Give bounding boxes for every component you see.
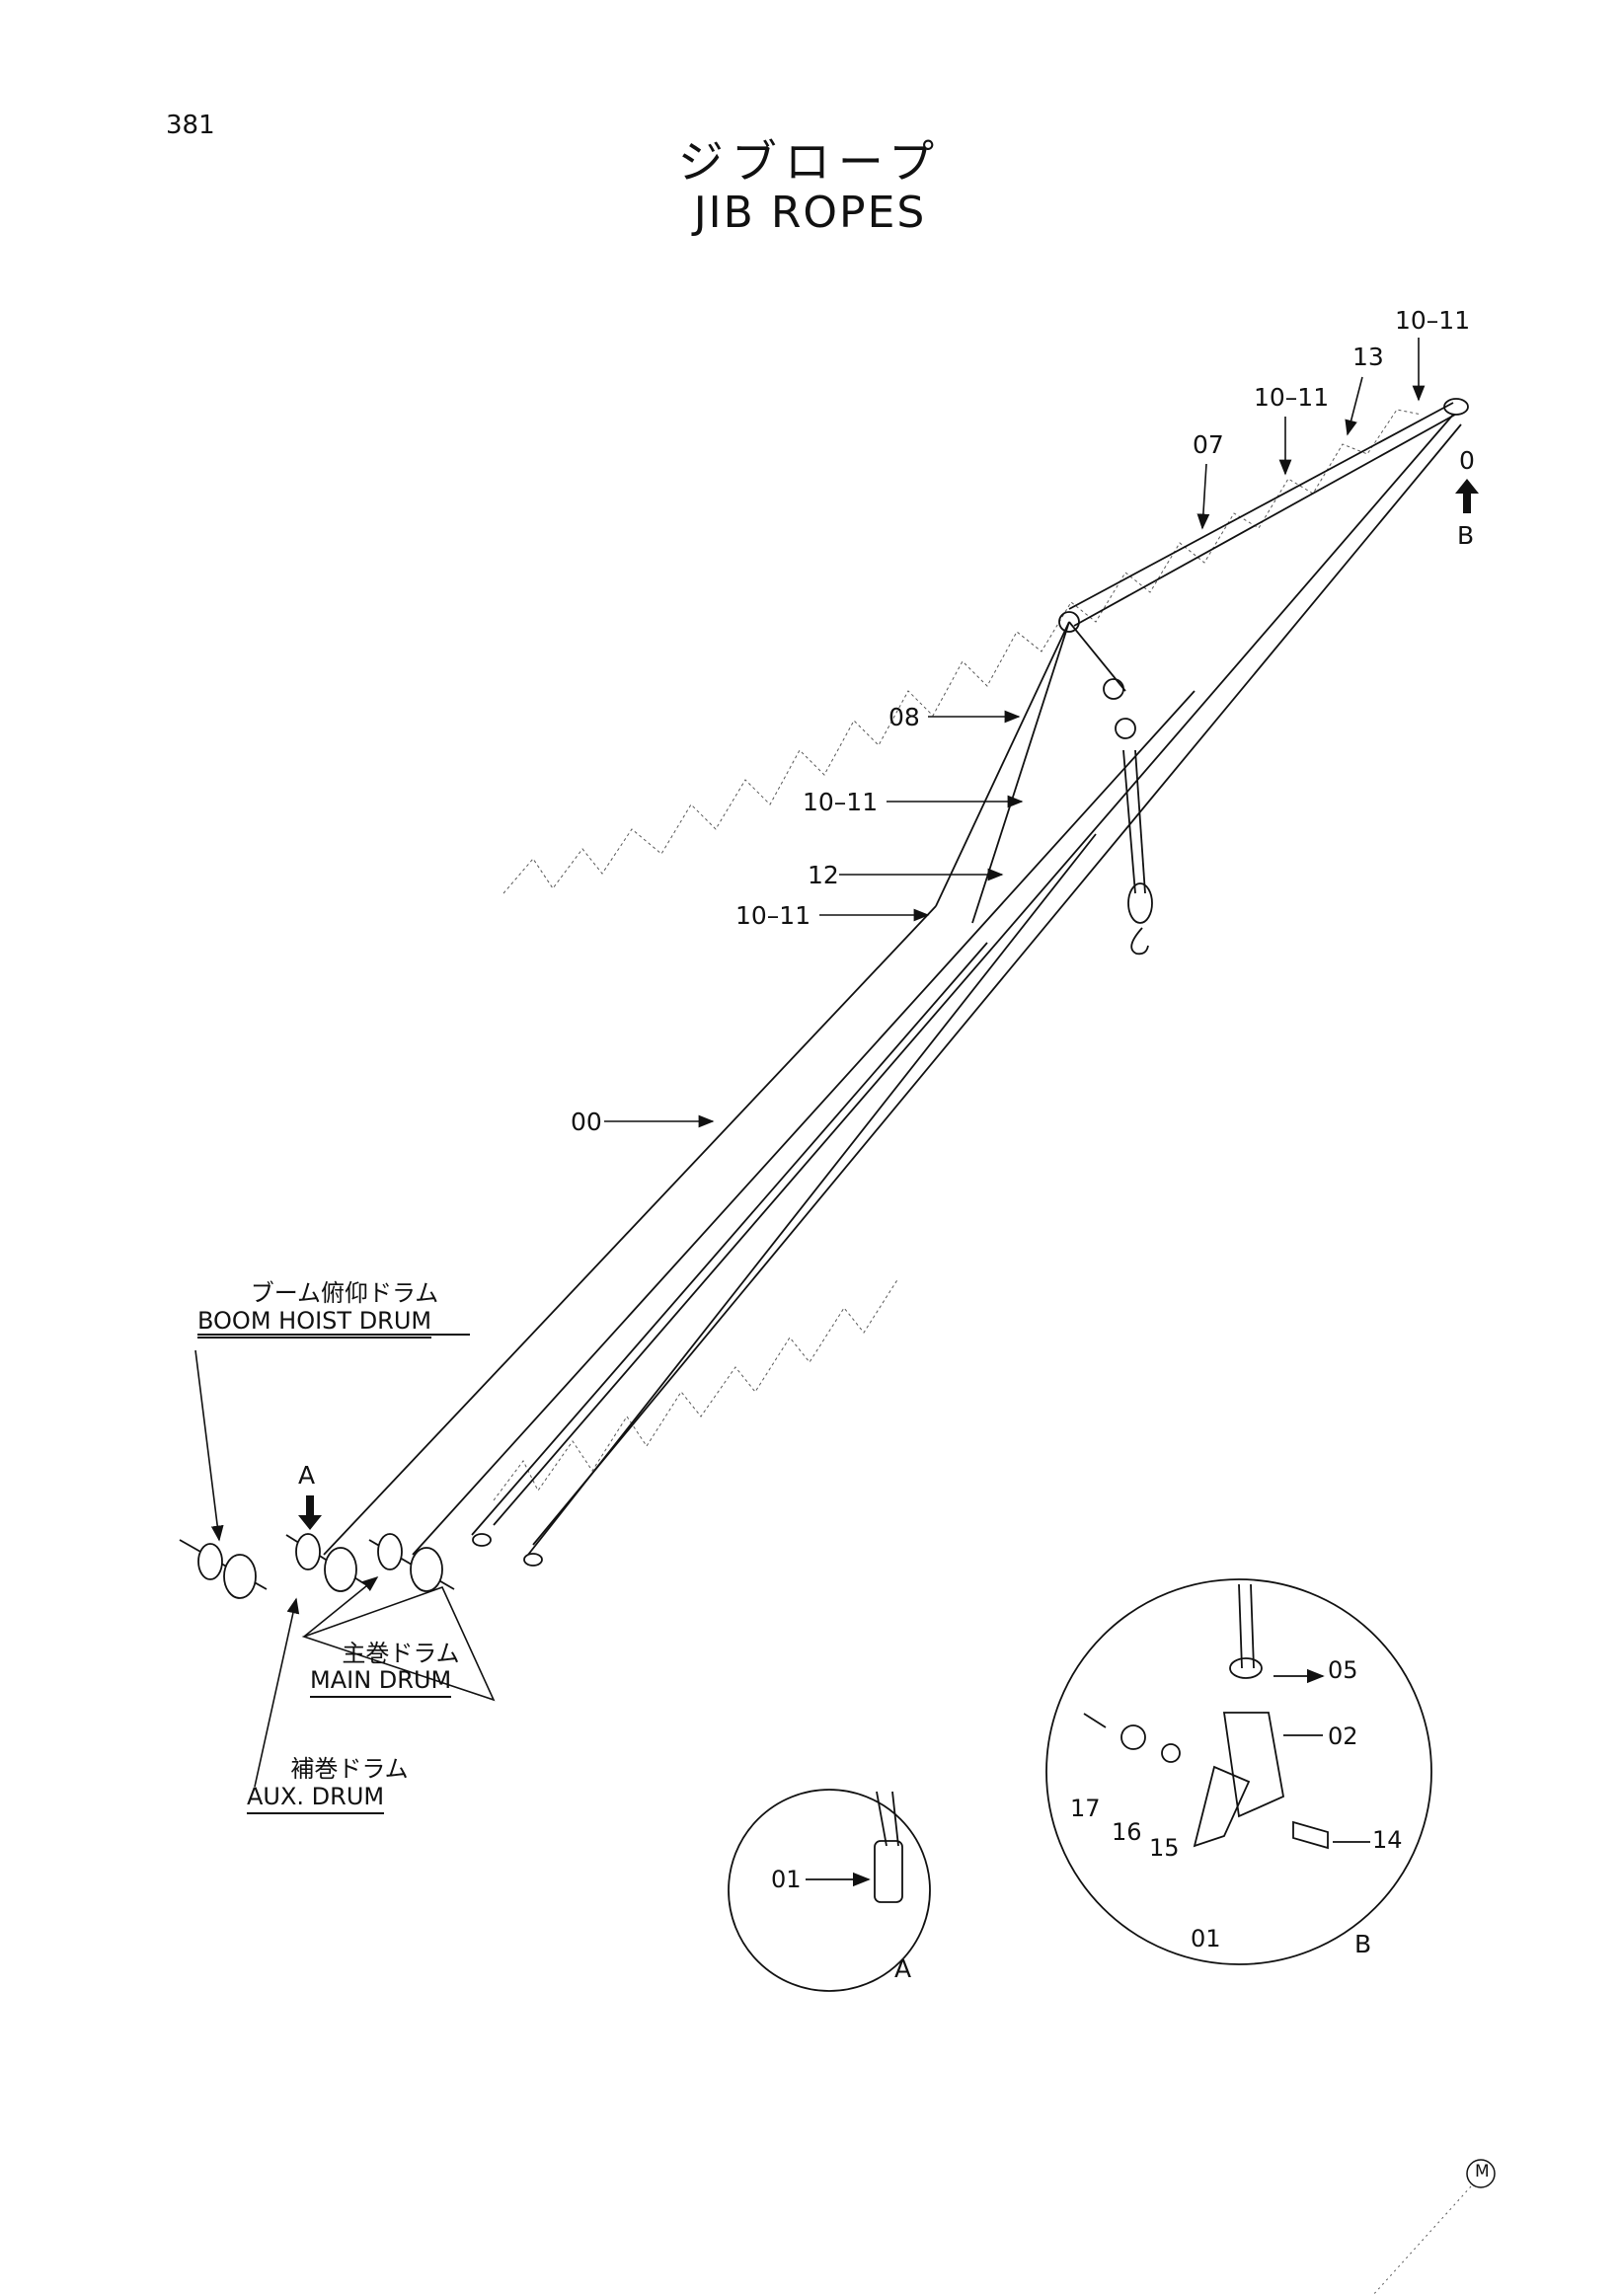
boom-hoist-drum xyxy=(179,1539,268,1599)
callout-13: 13 xyxy=(1352,343,1384,371)
aux-drum xyxy=(285,1533,366,1592)
detail-b-part-17: 17 xyxy=(1070,1795,1101,1822)
detail-b-part-05: 05 xyxy=(1328,1656,1358,1684)
arrow-B xyxy=(1455,479,1479,513)
callout-A-arrow: A xyxy=(298,1461,316,1490)
detail-b-letter: B xyxy=(1354,1930,1372,1958)
strut-rope-12 xyxy=(971,621,1070,924)
detail-b-socket xyxy=(1222,1712,1285,1818)
boom-hoist-drum-label-en: BOOM HOIST DRUM xyxy=(197,1307,432,1339)
corner-mark: M xyxy=(1475,2162,1490,2181)
callout-07: 07 xyxy=(1193,430,1224,459)
leader-aux-drum xyxy=(254,1597,300,1788)
detail-a-circle xyxy=(728,1789,931,1992)
leader-07 xyxy=(1196,463,1210,530)
boom-lower-chord xyxy=(532,423,1462,1546)
aux-drum-label-jp: 補巻ドラム xyxy=(290,1755,409,1783)
callout-10-11-top: 10–11 xyxy=(1395,306,1471,335)
title-japanese: ジブロープ xyxy=(677,135,943,189)
detail-b-part-02: 02 xyxy=(1328,1722,1358,1750)
title-english: JIB ROPES xyxy=(693,188,927,238)
detail-a-letter: A xyxy=(894,1954,912,1983)
boom-hoist-drum-label-jp: ブーム俯仰ドラム xyxy=(250,1279,439,1307)
leader-boom-hoist-drum xyxy=(194,1349,224,1542)
page-number: 381 xyxy=(166,111,215,140)
arrow-A xyxy=(298,1495,322,1530)
detail-b-part-01: 01 xyxy=(1191,1925,1221,1952)
main-drum-label-jp: 主巻ドラム xyxy=(342,1640,460,1667)
callout-10-11-c: 10–11 xyxy=(803,788,879,816)
jib-rope-07 xyxy=(1068,402,1454,610)
boom-upper-chord xyxy=(493,414,1454,1526)
corner-mark-circle xyxy=(1466,2159,1496,2188)
callout-12: 12 xyxy=(808,861,839,889)
detail-b-cotter-pin xyxy=(1083,1713,1107,1728)
callout-00: 00 xyxy=(571,1108,602,1136)
main-drum-label-en: MAIN DRUM xyxy=(310,1666,452,1698)
strut-rope-08 xyxy=(935,621,1070,907)
detail-b-part-14: 14 xyxy=(1372,1826,1403,1854)
callout-10-11-b: 10–11 xyxy=(1254,383,1330,412)
detail-b-part-15: 15 xyxy=(1149,1834,1180,1862)
detail-b-washer xyxy=(1161,1743,1181,1763)
detail-b-nut xyxy=(1120,1724,1146,1750)
callout-0: 0 xyxy=(1459,446,1475,475)
aux-drum-label-en: AUX. DRUM xyxy=(247,1783,385,1814)
boom-hoist-rope-00 xyxy=(323,905,937,1556)
callout-B-arrow: B xyxy=(1457,521,1475,550)
detail-b-part-16: 16 xyxy=(1112,1818,1142,1846)
detail-b-pin xyxy=(1292,1820,1329,1850)
detail-a-socket xyxy=(874,1840,903,1903)
leader-13 xyxy=(1345,376,1363,436)
main-rope xyxy=(412,690,1196,1556)
callout-10-11-d: 10–11 xyxy=(735,901,811,930)
detail-a-part-01: 01 xyxy=(771,1866,802,1893)
main-drum xyxy=(368,1533,455,1592)
detail-b-circle xyxy=(1045,1578,1432,1965)
leader-main-drum xyxy=(303,1575,379,1638)
